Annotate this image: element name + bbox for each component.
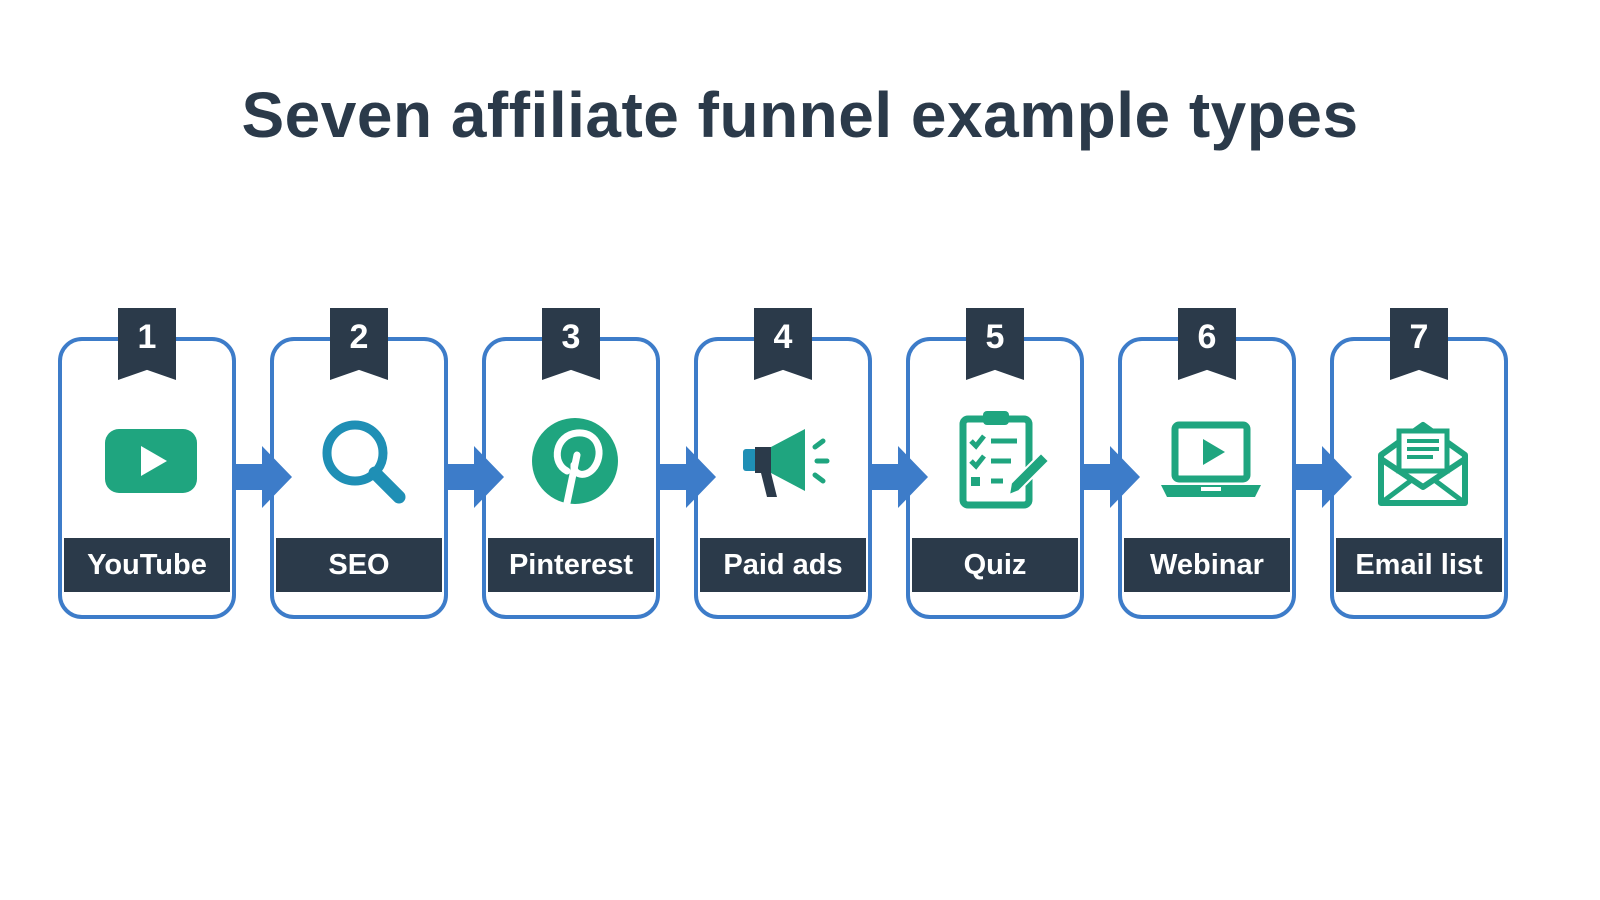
step-card-paid-ads: Paid ads [694,337,872,619]
envelope-icon [1378,422,1468,506]
step-number-badge: 6 [1178,308,1236,380]
clipboard-checklist-icon [959,411,1051,509]
step-number-badge: 7 [1390,308,1448,380]
pinterest-icon [532,418,618,507]
step-number-badge: 5 [966,308,1024,380]
step-label: Quiz [912,538,1078,592]
step-number-badge: 1 [118,308,176,380]
step-card-seo: SEO [270,337,448,619]
step-card-email-list: Email list [1330,337,1508,619]
step-number-badge: 4 [754,308,812,380]
flow-arrow-icon [658,446,716,508]
step-number-badge: 3 [542,308,600,380]
youtube-play-icon [105,429,197,493]
flow-arrow-icon [446,446,504,508]
magnifier-icon [322,420,406,504]
flow-arrow-icon [1082,446,1140,508]
megaphone-icon [743,429,830,497]
flow-arrow-icon [234,446,292,508]
laptop-play-icon [1161,421,1261,497]
step-label: Webinar [1124,538,1290,592]
step-label: Pinterest [488,538,654,592]
flow-arrow-icon [870,446,928,508]
step-card-youtube: YouTube [58,337,236,619]
step-label: YouTube [64,538,230,592]
page-title: Seven affiliate funnel example types [241,79,1359,151]
step-number-badge: 2 [330,308,388,380]
step-label: Email list [1336,538,1502,592]
step-card-pinterest: Pinterest [482,337,660,619]
step-label: Paid ads [700,538,866,592]
step-card-quiz: Quiz [906,337,1084,619]
step-card-webinar: Webinar [1118,337,1296,619]
step-label: SEO [276,538,442,592]
flow-arrow-icon [1294,446,1352,508]
